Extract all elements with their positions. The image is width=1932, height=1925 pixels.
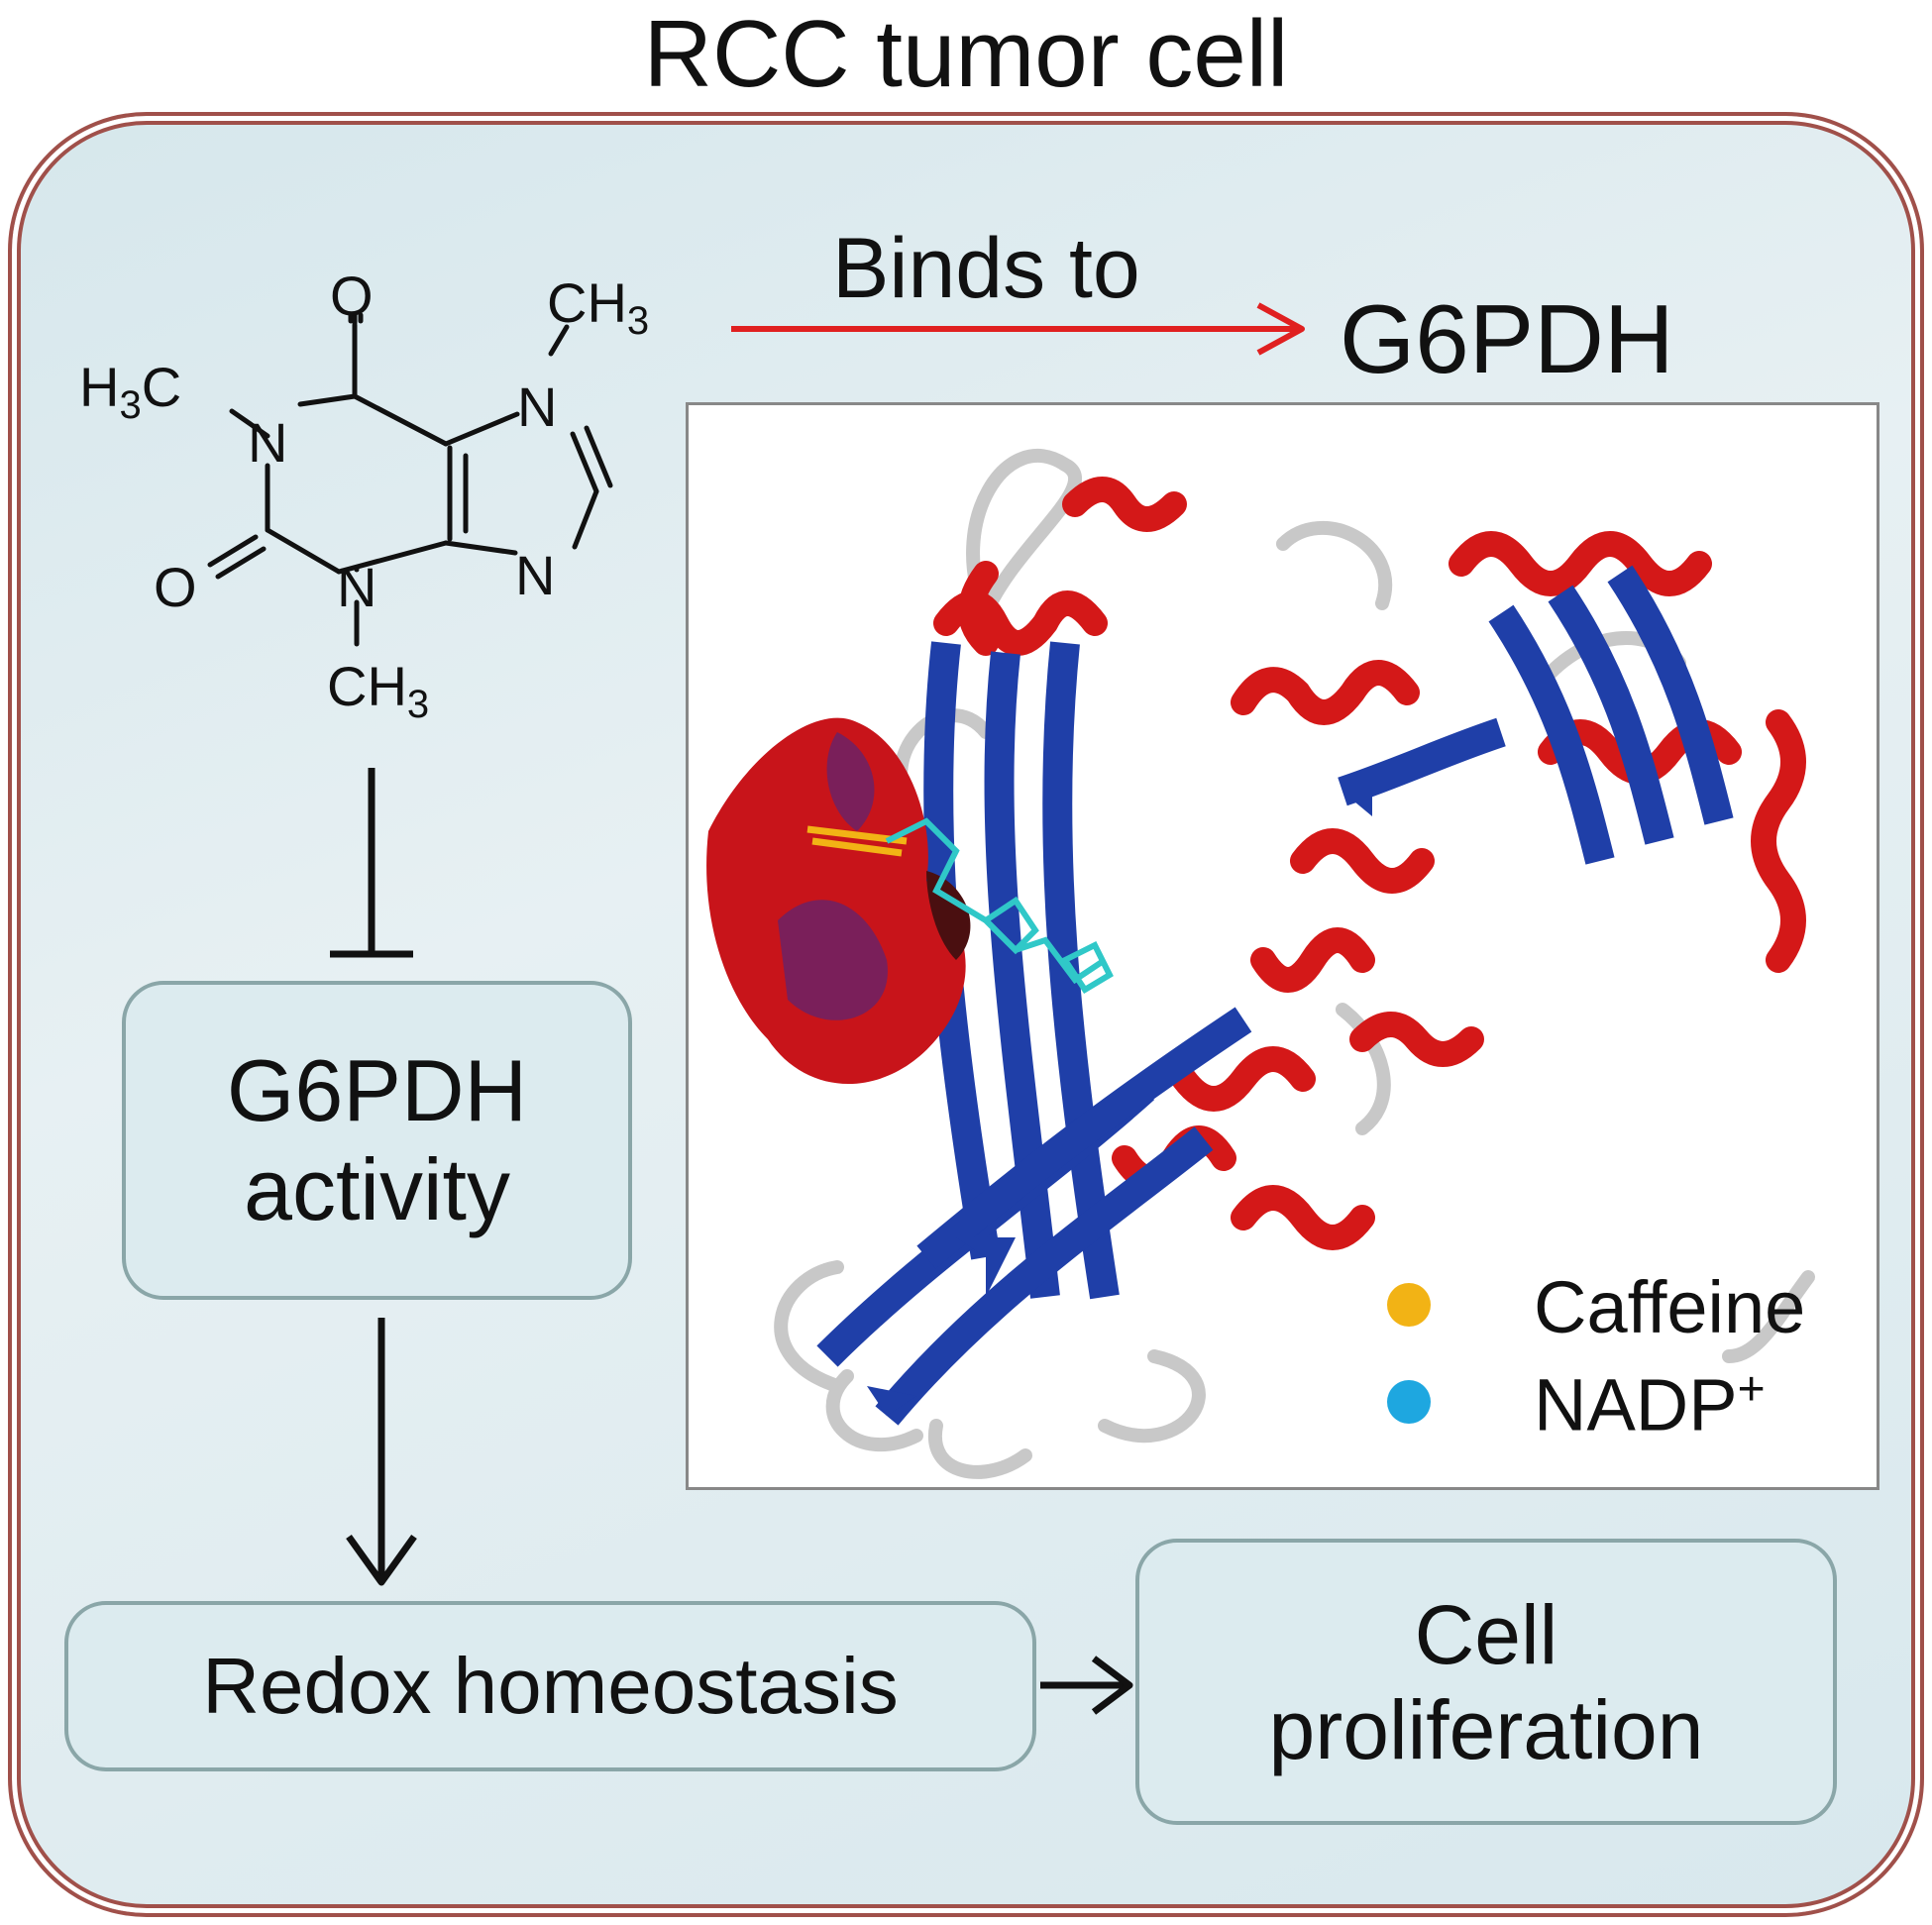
caffeine-structure: O O N N N N H3C CH3 CH3 — [79, 265, 649, 726]
methyl-n3: CH3 — [327, 655, 429, 726]
prolif-line1: Cell — [1414, 1587, 1558, 1681]
atom-n9: N — [515, 544, 555, 606]
cell-proliferation-box: Cell proliferation — [1135, 1539, 1837, 1825]
activity-line1: G6PDH — [226, 1041, 528, 1139]
diagram-title: RCC tumor cell — [643, 1, 1289, 107]
atom-o-top: O — [330, 265, 374, 327]
activity-line2: activity — [244, 1140, 510, 1238]
atom-o-left: O — [154, 556, 197, 618]
binds-to-label: Binds to — [832, 221, 1140, 316]
methyl-n7: CH3 — [547, 271, 649, 343]
legend-caffeine-label: Caffeine — [1534, 1266, 1806, 1348]
legend-nadp-swatch — [1387, 1380, 1431, 1424]
binding-pocket-surface — [706, 717, 966, 1084]
arrow-right-icon — [1040, 1656, 1133, 1715]
atom-n1: N — [248, 411, 287, 474]
atom-n3: N — [337, 556, 376, 618]
arrow-down-icon — [346, 1318, 417, 1586]
g6pdh-activity-box: G6PDH activity — [122, 981, 632, 1300]
protein-ribbon-image — [706, 449, 1815, 1479]
legend-caffeine-swatch — [1387, 1283, 1431, 1327]
methyl-n1: H3C — [79, 356, 181, 427]
redox-homeostasis-box: Redox homeostasis — [64, 1601, 1036, 1771]
inhibition-bar-icon — [330, 768, 413, 958]
prolif-line2: proliferation — [1268, 1682, 1704, 1776]
g6pdh-structure-panel — [686, 402, 1879, 1490]
legend-nadp-label: NADP+ — [1534, 1363, 1766, 1446]
atom-n7: N — [517, 375, 557, 438]
target-protein-label: G6PDH — [1340, 284, 1674, 393]
red-arrow-icon — [731, 302, 1305, 356]
